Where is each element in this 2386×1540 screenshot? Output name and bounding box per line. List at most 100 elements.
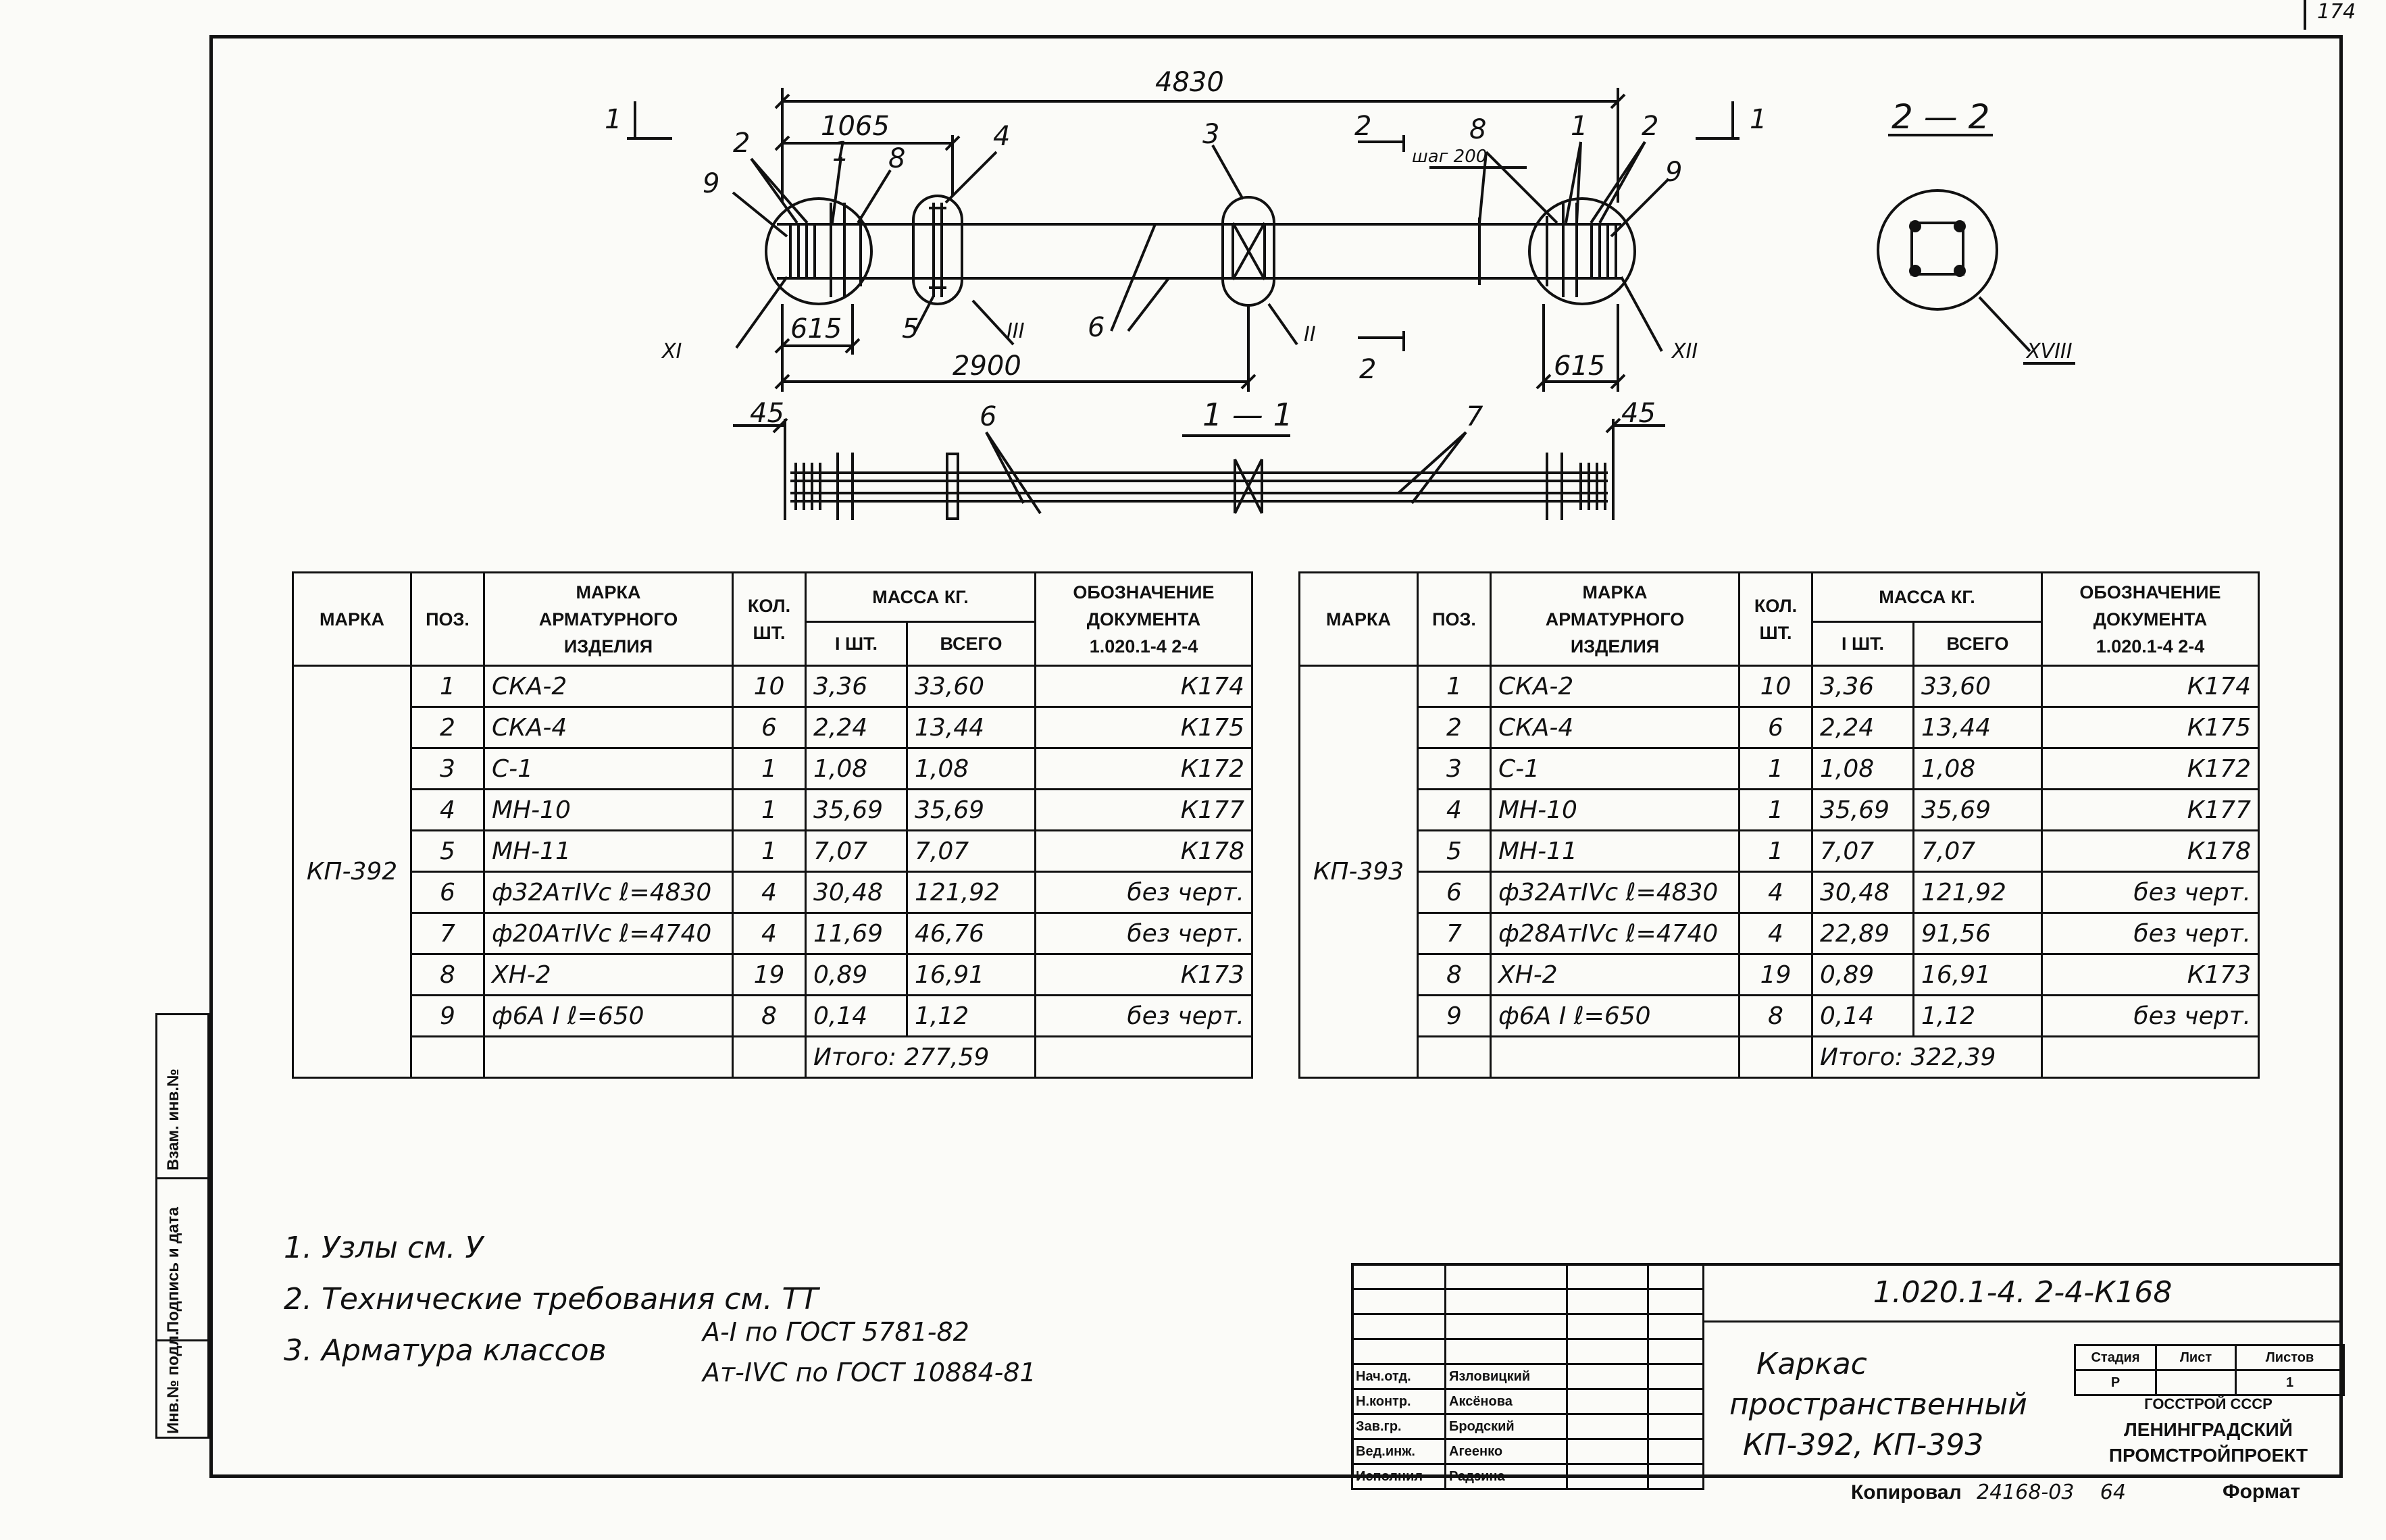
hdr-poz: ПОЗ. <box>1417 571 1492 667</box>
cell-m1: 2,24 <box>1811 706 1914 749</box>
code-cell: 1.020.1-4. 2-4-К168 <box>1702 1263 2343 1323</box>
pos-2-left: 2 <box>733 128 750 159</box>
stamp-date <box>1647 1388 1704 1415</box>
cell-doc: К172 <box>1034 747 1253 790</box>
cell-poz: 7 <box>1417 912 1492 955</box>
cut-2-top: 2 <box>1354 111 1371 142</box>
cell-izd: ф32АтIVс ℓ=4830 <box>483 871 734 914</box>
cell-mv: 91,56 <box>1912 912 2043 955</box>
cell-doc: без черт. <box>2041 912 2260 955</box>
cell-izd: ф32АтIVс ℓ=4830 <box>1490 871 1740 914</box>
stamp-name: Бродский <box>1444 1413 1568 1440</box>
pos-1-right: 1 <box>1571 111 1588 142</box>
cell-mv: 46,76 <box>906 912 1036 955</box>
total-row: Итого: 322,39 <box>1300 1035 2260 1079</box>
node-circle-left <box>765 197 873 305</box>
cell-poz: 6 <box>1417 871 1492 914</box>
hdr-kol: КОЛ.ШТ. <box>732 571 807 667</box>
cell-poz: 8 <box>410 953 485 996</box>
cell-mv: 13,44 <box>1912 706 2043 749</box>
cell-mv: 1,12 <box>906 994 1036 1037</box>
pos-7: 7 <box>1466 401 1483 432</box>
pos-2-right: 2 <box>1642 111 1658 142</box>
cell-mv: 16,91 <box>1912 953 2043 996</box>
pos-4: 4 <box>993 121 1010 152</box>
dim-45-right: 45 <box>1621 398 1656 429</box>
cell-izd: СКА-2 <box>1490 665 1740 708</box>
cell-poz: 1 <box>1417 665 1492 708</box>
sheet-frame <box>209 35 2343 1478</box>
cell-m1: 11,69 <box>805 912 908 955</box>
marka-cell: КП-392 <box>292 665 412 1079</box>
stamp-signature <box>1566 1413 1649 1440</box>
cell-izd: С-1 <box>483 747 734 790</box>
note-1: 1. Узлы см. У <box>284 1231 484 1265</box>
cell-m1: 3,36 <box>805 665 908 708</box>
sheet-value <box>2155 1369 2237 1396</box>
cell-kol: 4 <box>1738 871 1813 914</box>
cell-poz: 8 <box>1417 953 1492 996</box>
cut-1-left: 1 <box>605 104 621 135</box>
stage-label: Стадия <box>2074 1344 2157 1371</box>
pos-8-left: 8 <box>888 143 905 174</box>
hdr-vsego: ВСЕГО <box>906 621 1036 667</box>
hdr-marka: МАРКА <box>1298 571 1419 667</box>
node-XII: XII <box>1671 340 1698 363</box>
cell-kol: 4 <box>1738 912 1813 955</box>
pos-9-right: 9 <box>1665 157 1682 188</box>
section-22-square <box>1910 222 1964 276</box>
cell-poz: 9 <box>1417 994 1492 1037</box>
cell-poz: 4 <box>410 788 485 831</box>
hdr-vsego: ВСЕГО <box>1912 621 2043 667</box>
cell-poz: 7 <box>410 912 485 955</box>
cell-kol: 8 <box>1738 994 1813 1037</box>
dim-45-left: 45 <box>750 398 784 429</box>
node-XVIII: XVIII <box>2025 340 2073 363</box>
cell-mv: 1,08 <box>1912 747 2043 790</box>
cell-izd: ХН-2 <box>1490 953 1740 996</box>
stamp-date <box>1647 1413 1704 1440</box>
cell-m1: 3,36 <box>1811 665 1914 708</box>
organization: ГОССТРОЙ СССР ЛЕНИНГРАДСКИЙ ПРОМСТРОЙПРО… <box>2108 1395 2308 1466</box>
cell-izd: СКА-4 <box>1490 706 1740 749</box>
stamp-date <box>1647 1463 1704 1490</box>
cell-m1: 22,89 <box>1811 912 1914 955</box>
cell-doc: К172 <box>2041 747 2260 790</box>
cell-kol: 1 <box>1738 788 1813 831</box>
stamp-role: Исполнил <box>1351 1463 1446 1490</box>
cell-poz: 5 <box>410 829 485 873</box>
stamp-date <box>1647 1438 1704 1465</box>
cell-kol: 1 <box>732 747 807 790</box>
stage-value: Р <box>2074 1369 2157 1396</box>
cell-m1: 0,89 <box>1811 953 1914 996</box>
sheet-label: Лист <box>2155 1344 2237 1371</box>
hdr-marka: МАРКА <box>292 571 412 667</box>
stamp-signature <box>1566 1438 1649 1465</box>
cell-izd: МН-11 <box>1490 829 1740 873</box>
cell-poz: 3 <box>410 747 485 790</box>
cell-izd: ф6А I ℓ=650 <box>1490 994 1740 1037</box>
cell-kol: 8 <box>732 994 807 1037</box>
cell-m1: 0,14 <box>805 994 908 1037</box>
format-label: Формат <box>2223 1481 2301 1503</box>
cell-mv: 33,60 <box>1912 665 2043 708</box>
hdr-sht: I ШТ. <box>1811 621 1914 667</box>
hdr-massa: МАССА КГ. <box>1811 571 2043 623</box>
capsule-left <box>912 195 963 305</box>
